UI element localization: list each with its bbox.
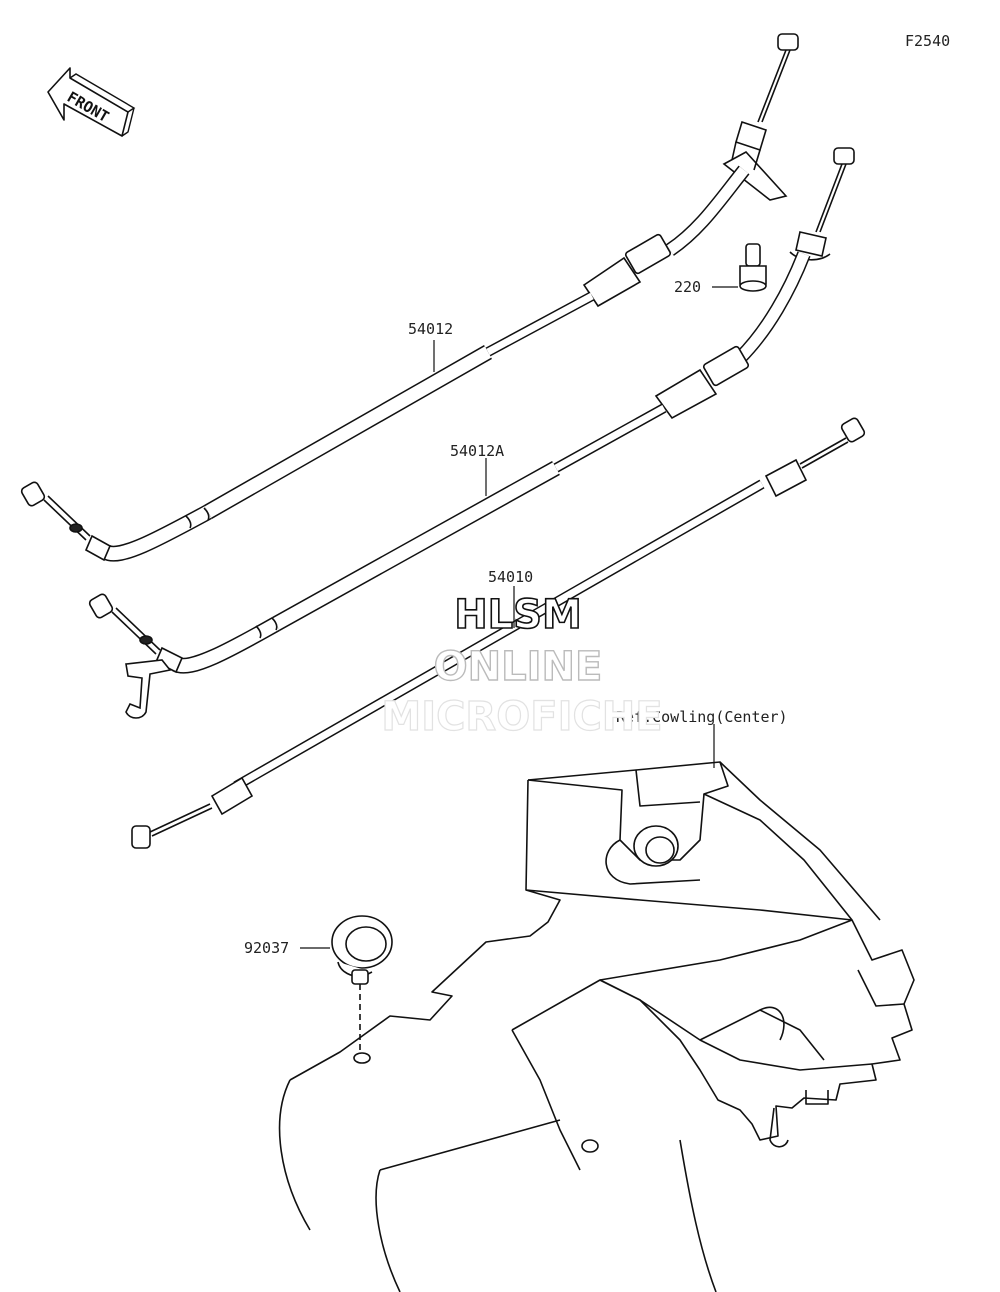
part-number-54010: 54010 bbox=[488, 568, 533, 586]
reference-cowling-label: Ref.Cowling(Center) bbox=[616, 708, 788, 726]
watermark: HLSM ONLINE MICROFICHE bbox=[381, 591, 663, 740]
diagram-code: F2540 bbox=[905, 32, 950, 50]
clutch-cable-54010 bbox=[131, 417, 866, 849]
throttle-cable-54012 bbox=[20, 33, 799, 562]
part-number-54012: 54012 bbox=[408, 320, 453, 338]
throttle-cable-54012a bbox=[88, 147, 855, 719]
watermark-line-3: MICROFICHE bbox=[381, 694, 662, 740]
bolt-220 bbox=[739, 243, 767, 292]
cowling-outline bbox=[278, 761, 915, 1292]
part-number-220: 220 bbox=[674, 278, 701, 296]
watermark-line-1: HLSM bbox=[454, 592, 582, 638]
clamp-92037 bbox=[331, 915, 393, 1064]
part-number-54012a: 54012A bbox=[450, 442, 504, 460]
front-arrow-icon: FRONT bbox=[47, 67, 136, 137]
part-number-92037: 92037 bbox=[244, 939, 289, 957]
watermark-line-2: ONLINE bbox=[434, 644, 603, 690]
